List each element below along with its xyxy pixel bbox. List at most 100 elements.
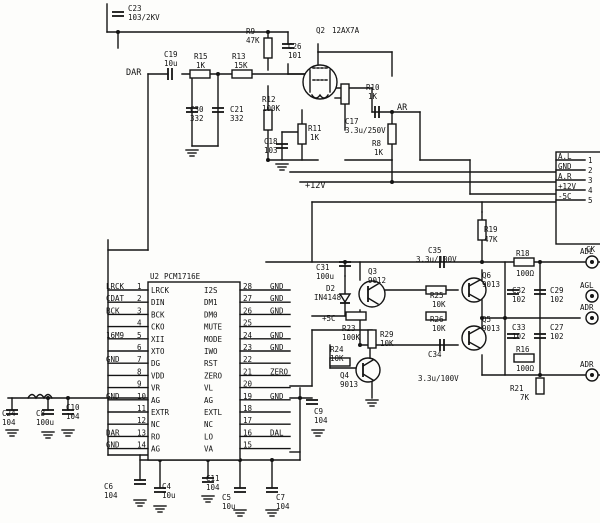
capacitor-c27: C27 102 xyxy=(534,323,564,341)
c34-value: 3.3u/100V xyxy=(418,374,459,383)
transistor-q5: Q5 9013 xyxy=(461,315,500,351)
c29-ref: C29 xyxy=(550,286,564,295)
c8-value: 100u xyxy=(36,418,54,427)
ic-pin-13-number: 13 xyxy=(137,428,146,437)
ic-pin-8-number: 8 xyxy=(137,367,142,376)
resistor-r23: R23 100K xyxy=(342,311,367,342)
tube-type: 12AX7A xyxy=(332,26,360,35)
jack-2-center xyxy=(590,316,594,320)
ground-symbols xyxy=(5,149,379,517)
capacitor-c35: C35 3.3u/100V xyxy=(416,246,457,268)
c32-value: 102 xyxy=(512,295,526,304)
ic-pin-23-name: IWO xyxy=(204,347,218,356)
c24-value: 104 xyxy=(2,418,16,427)
r19-ref: R19 xyxy=(484,225,498,234)
r11-ref: R11 xyxy=(308,124,322,133)
ic-pin-7-net: GND xyxy=(106,355,120,364)
ic-pin-11-number: 11 xyxy=(137,404,146,413)
resistor-r18: R18 100Ω xyxy=(513,249,535,278)
r21-value: 7K xyxy=(520,393,530,402)
ic-pin-16-net: DAL xyxy=(270,428,284,437)
ic-type: PCM1716E xyxy=(164,272,201,281)
ic-pin-3-net: BCK xyxy=(106,306,120,315)
capacitor-c33: C33 102 xyxy=(507,323,526,341)
r10-value: 1K xyxy=(368,92,378,101)
c31-value: 100u xyxy=(316,272,334,281)
diode-d2: D2 IN4148 xyxy=(314,284,352,304)
resistor-r16: R16 100Ω xyxy=(513,345,535,373)
ic-pin-1-name: LRCK xyxy=(151,286,170,295)
c35-value: 3.3u/100V xyxy=(416,255,457,264)
ic-pin-21-number: 21 xyxy=(243,367,252,376)
connector-pin-5-number: 5 xyxy=(588,196,593,205)
q4-type: 9013 xyxy=(340,380,358,389)
r21-ref: R21 xyxy=(510,384,524,393)
c5-ref: C5 xyxy=(222,493,231,502)
transistor-q4: Q4 9013 xyxy=(340,357,381,389)
r29-value: 10K xyxy=(380,339,394,348)
capacitor-c30: C30 332 xyxy=(186,105,204,123)
ic-pin-5-name: XII xyxy=(151,335,165,344)
resistor-r21: R21 7K xyxy=(510,377,545,402)
ic-pin-9-name: VR xyxy=(151,384,161,393)
q4-ref: Q4 xyxy=(340,371,350,380)
connector-pin-2-number: 2 xyxy=(588,166,593,175)
ic-pin-19-name: AG xyxy=(204,396,214,405)
ic-pin-4-name: CKO xyxy=(151,323,165,332)
r25-ref: R25 xyxy=(430,291,444,300)
connector-pin-1-number: 1 xyxy=(588,156,593,165)
ic-pin-6-name: XTO xyxy=(151,347,165,356)
ic-pin-3-name: BCK xyxy=(151,310,165,319)
capacitor-c32: C32 102 xyxy=(507,286,526,304)
c29-value: 102 xyxy=(550,295,564,304)
ic-pin-2-net: CDAT xyxy=(106,294,125,303)
connector-pin-3-number: 3 xyxy=(588,176,593,185)
c31-ref: C31 xyxy=(316,263,330,272)
ic-pin-15-name: VA xyxy=(204,445,214,454)
r13-value: 15K xyxy=(234,61,248,70)
d2-type: IN4148 xyxy=(314,293,342,302)
ic-pin-21-name: ZERO xyxy=(204,371,223,380)
connector-pin-4-number: 4 xyxy=(588,186,593,195)
ic-pin-19-number: 19 xyxy=(243,392,252,401)
connector-pin-1-name: A.L xyxy=(558,152,572,161)
resistor-r24: R24 10K xyxy=(329,345,351,367)
connector-pin-2-name: GND xyxy=(558,162,572,171)
connector-pin-4-name: +12V xyxy=(558,182,577,191)
r23-value: 100K xyxy=(342,333,361,342)
q6-ref: Q6 xyxy=(482,271,492,280)
ic-pin-9-number: 9 xyxy=(137,380,142,389)
ic-pin-24-name: MODE xyxy=(204,335,223,344)
r15-value: 1K xyxy=(196,61,206,70)
ic-pin-24-number: 24 xyxy=(243,331,253,340)
jack-1-label: AGL xyxy=(580,281,594,290)
ic-pin-10-net: GND xyxy=(106,392,120,401)
capacitor-c10: C10 104 xyxy=(62,403,80,421)
r12-value: 100K xyxy=(262,104,281,113)
c21-ref: C21 xyxy=(230,105,244,114)
c27-value: 102 xyxy=(550,332,564,341)
ic-pin-20-number: 20 xyxy=(243,380,253,389)
r13-ref: R13 xyxy=(232,52,246,61)
ic-pin-26-number: 26 xyxy=(243,306,253,315)
r12-ref: R12 xyxy=(262,95,276,104)
ic-pin-28-number: 28 xyxy=(243,282,253,291)
r26-value: 10K xyxy=(432,324,446,333)
c4-value: 10u xyxy=(162,491,176,500)
ic-pin-3-number: 3 xyxy=(137,306,142,315)
capacitor-c11: C11 104 xyxy=(202,474,220,492)
capacitor-c7: C7 104 xyxy=(266,487,290,511)
q3-ref: Q3 xyxy=(368,267,377,276)
ic-pin-7-number: 7 xyxy=(137,355,142,364)
r26-ref: R26 xyxy=(430,315,444,324)
capacitor-c21: C21 332 xyxy=(212,105,244,123)
resistor-r15: R15 1K xyxy=(189,52,211,79)
inductor-choke xyxy=(27,393,53,400)
ic-pin-25-name: MUTE xyxy=(204,323,223,332)
capacitor-c26: C26 101 xyxy=(282,42,302,60)
ic-pin-22-name: RST xyxy=(204,359,218,368)
